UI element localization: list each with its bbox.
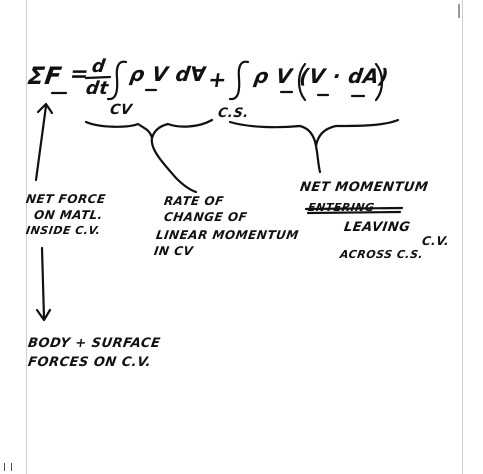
cv-integrand: ρ V d∀: [128, 62, 209, 86]
sum-force-symbol: ΣF: [26, 62, 64, 90]
net-momentum-struck-word: ENTERING: [307, 201, 376, 214]
body-surface-line-1: BODY + SURFACE: [26, 336, 162, 351]
corner-mark: [4, 463, 12, 471]
rate-line-3: LINEAR MOMENTUM: [155, 228, 300, 242]
rate-line-2: CHANGE OF: [163, 210, 249, 224]
integral-sign-cs: [228, 60, 250, 101]
brace-cs-tail: [314, 144, 322, 174]
rate-line-4: IN CV: [153, 244, 195, 258]
brace-cv-tail: [150, 136, 198, 194]
cs-integrand: ρ V (V · dA): [252, 64, 391, 88]
arrow-to-sum-force-head: [36, 102, 54, 115]
plus-sign: +: [206, 68, 229, 93]
integral-sign-cv: [106, 60, 128, 101]
strike-entering-1: [304, 206, 404, 211]
edge-mark: [458, 4, 460, 18]
brace-cv: [84, 118, 214, 140]
arrow-to-body-surface-shaft: [40, 246, 46, 320]
body-surface-line-2: FORCES ON C.V.: [26, 355, 153, 370]
cs-subscript: C.S.: [216, 106, 250, 121]
arrow-to-body-surface-head: [35, 308, 52, 322]
arrow-to-sum-force-shaft: [34, 104, 48, 182]
net-momentum-title: NET MOMENTUM: [298, 180, 430, 195]
rate-line-1: RATE OF: [163, 194, 225, 208]
net-force-line-2: ON MATL.: [33, 208, 104, 222]
derivative-denominator: dt: [84, 78, 110, 99]
strike-entering-2: [306, 210, 402, 215]
net-momentum-across: ACROSS C.S.: [339, 248, 425, 261]
left-margin-line: [26, 0, 27, 474]
net-momentum-leaving: LEAVING: [342, 220, 412, 235]
close-paren: [374, 62, 384, 102]
net-force-line-3: INSIDE C.V.: [25, 224, 102, 237]
net-force-line-1: NET FORCE: [25, 192, 107, 206]
cv-subscript: CV: [108, 102, 134, 118]
fraction-bar: [84, 75, 112, 80]
brace-cs: [228, 118, 400, 148]
right-margin-line: [462, 0, 463, 474]
net-momentum-cv: C.V.: [421, 234, 451, 248]
open-paren: [297, 62, 307, 102]
